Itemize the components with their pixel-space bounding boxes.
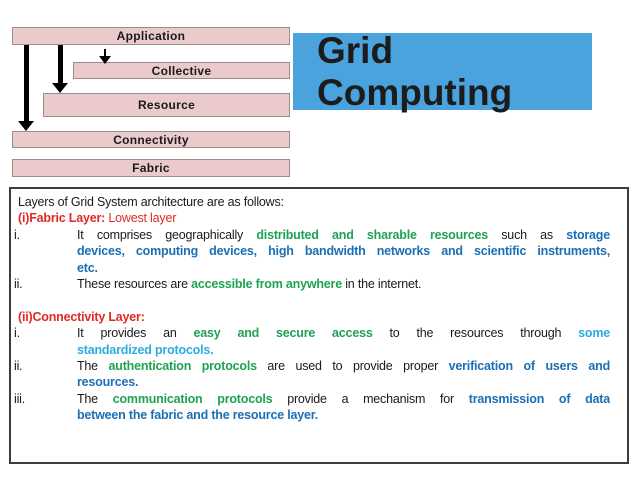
text-segment: The: [77, 359, 109, 374]
line-text: It comprises geographically distributed …: [77, 227, 610, 243]
line-text: Layers of Grid System architecture are a…: [18, 194, 610, 210]
text-segment: (ii)Connectivity Layer:: [18, 309, 145, 324]
text-line: standardized protocols.: [11, 342, 627, 358]
line-text: resources.: [77, 374, 610, 390]
line-text: devices, computing devices, high bandwid…: [77, 243, 610, 259]
text-segment: standardized protocols.: [77, 342, 214, 357]
text-segment: etc.: [77, 260, 98, 275]
line-text: between the fabric and the resource laye…: [77, 407, 610, 423]
text-segment: Lowest layer: [105, 211, 177, 226]
text-segment: such as: [487, 227, 567, 242]
diagram-layer-connectivity: Connectivity: [12, 131, 290, 148]
text-line: between the fabric and the resource laye…: [11, 407, 627, 423]
line-text: It provides an easy and secure access to…: [77, 325, 610, 341]
text-segment: are used to provide proper: [256, 359, 449, 374]
text-segment: resources.: [77, 375, 139, 390]
line-text: The authentication protocols are used to…: [77, 358, 610, 374]
text-segment: Layers of Grid System architecture are a…: [18, 195, 284, 209]
text-segment: provide a mechanism for: [272, 391, 469, 406]
text-segment: communication protocols: [112, 391, 273, 406]
line-text: The communication protocols provide a me…: [77, 391, 610, 407]
text-segment: to the resources through: [372, 326, 579, 341]
text-line: (i)Fabric Layer: Lowest layer: [11, 210, 627, 226]
diagram-layer-label: Collective: [151, 63, 212, 78]
line-text: (ii)Connectivity Layer:: [18, 309, 610, 325]
list-marker: ii.: [14, 359, 23, 374]
diagram-layer-label: Fabric: [132, 161, 170, 175]
slide-title-banner: Grid Computing: [293, 30, 592, 113]
text-segment: (i)Fabric Layer:: [18, 211, 106, 226]
line-text: standardized protocols.: [77, 342, 610, 358]
text-segment: authentication protocols: [108, 359, 258, 374]
diagram-layer-label: Resource: [137, 98, 196, 112]
line-text: These resources are accessible from anyw…: [77, 276, 610, 292]
text-line: (ii)Connectivity Layer:: [11, 309, 627, 325]
text-segment: These resources are: [77, 277, 192, 292]
text-segment: transmission of data: [468, 391, 610, 406]
text-segment: It provides an: [77, 326, 194, 341]
list-marker: i.: [14, 227, 20, 242]
grid-architecture-diagram: Application Collective Resource Connecti…: [8, 20, 298, 182]
line-text: (i)Fabric Layer: Lowest layer: [18, 210, 610, 226]
list-marker: iii.: [14, 391, 26, 406]
text-segment: in the internet.: [341, 277, 422, 292]
text-line: devices, computing devices, high bandwid…: [11, 243, 627, 259]
content-body: Layers of Grid System architecture are a…: [11, 194, 627, 424]
page-title: Grid Computing: [317, 29, 513, 113]
text-segment: distributed and sharable resources: [256, 227, 488, 242]
text-line: i. It comprises geographically distribute…: [11, 227, 627, 243]
text-line: etc.: [11, 260, 627, 276]
text-segment: storage: [566, 227, 610, 242]
diagram-layer-collective: Collective: [73, 62, 290, 79]
text-line: ii. The authentication protocols are used…: [11, 358, 627, 374]
text-segment: It comprises geographically: [77, 227, 257, 242]
blank-line: [11, 292, 627, 308]
text-line: ii. These resources are accessible from a…: [11, 276, 627, 292]
text-segment: devices, computing devices, high bandwid…: [77, 244, 610, 259]
text-segment: verification of users and: [448, 359, 610, 374]
text-segment: accessible from anywhere: [191, 277, 342, 292]
text-segment: some: [578, 326, 610, 341]
list-marker: i.: [14, 326, 20, 341]
text-line: i. It provides an easy and secure access …: [11, 325, 627, 341]
diagram-layer-fabric: Fabric: [12, 159, 290, 177]
line-text: etc.: [77, 260, 610, 276]
text-line: Layers of Grid System architecture are a…: [11, 194, 627, 210]
text-line: resources.: [11, 374, 627, 390]
diagram-layer-application: Application: [12, 27, 290, 45]
list-marker: ii.: [14, 277, 23, 292]
diagram-layer-resource: Resource: [43, 93, 290, 117]
diagram-layer-label: Connectivity: [113, 132, 189, 147]
diagram-layer-label: Application: [116, 29, 186, 43]
content-box: Layers of Grid System architecture are a…: [9, 187, 629, 464]
text-segment: The: [77, 391, 113, 406]
text-segment: between the fabric and the resource laye…: [77, 408, 318, 423]
text-line: iii. The communication protocols provide …: [11, 391, 627, 407]
text-segment: easy and secure access: [193, 326, 373, 341]
